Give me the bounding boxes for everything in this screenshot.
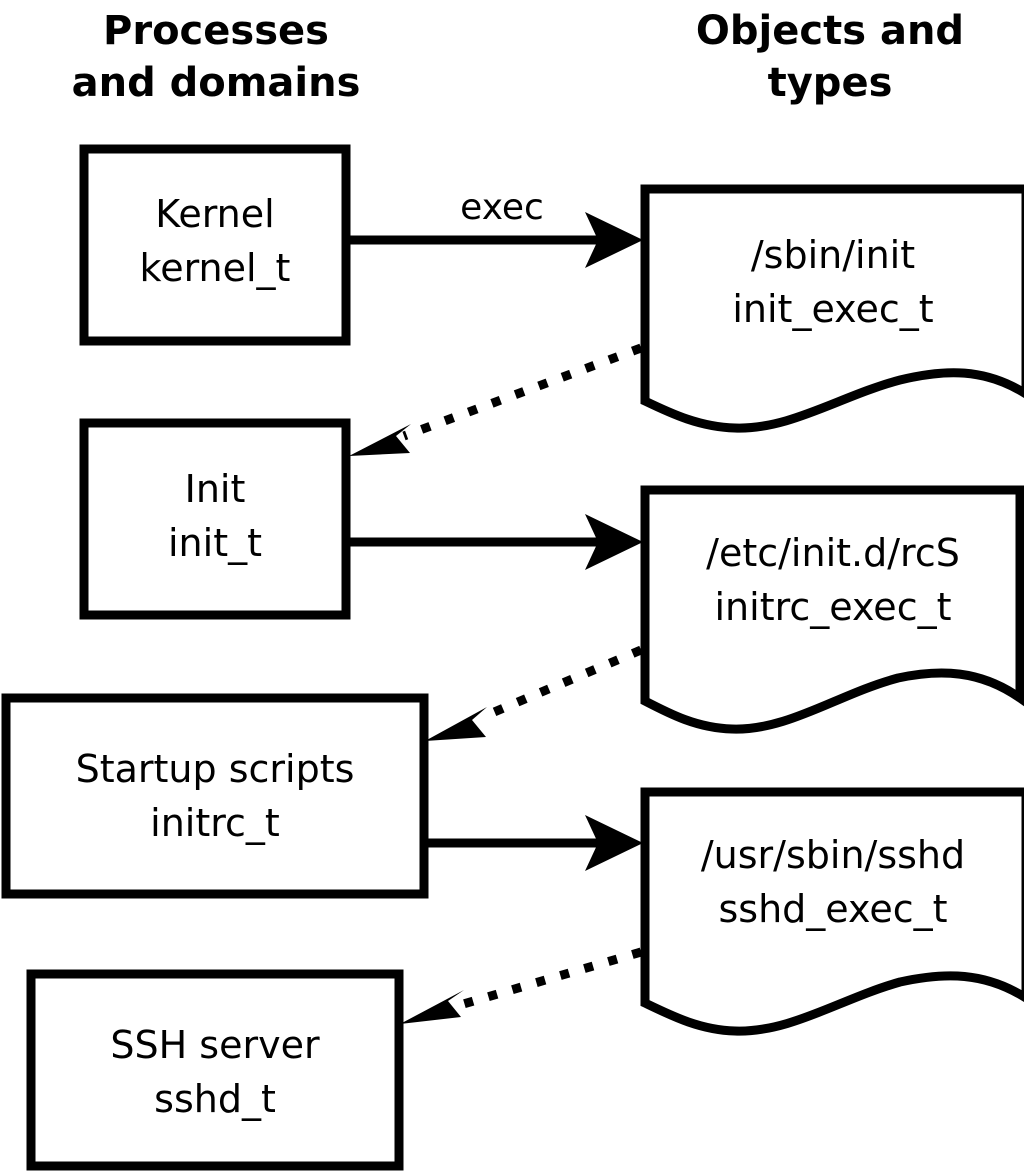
rect-shape-initrc <box>1 693 429 899</box>
process-node-sshd[interactable]: SSH server sshd_t <box>26 969 404 1171</box>
column-header-processes: Processes and domains <box>72 8 361 106</box>
process-node-sshd-line1: SSH server <box>110 1023 320 1067</box>
edge-line-init_exec-init <box>402 343 643 441</box>
object-node-initrc_exec-line1: /etc/init.d/rcS <box>706 531 960 575</box>
object-node-sshd_exec-line2: sshd_exec_t <box>718 887 947 931</box>
document-shape-sshd_exec <box>640 787 1024 1036</box>
column-header-processes-line1: Processes <box>103 8 329 54</box>
process-node-initrc[interactable]: Startup scripts initrc_t <box>1 693 429 899</box>
edge-line-initrc_exec-initrc <box>478 645 643 723</box>
process-node-init-line2: init_t <box>168 521 262 565</box>
object-node-init_exec-line1: /sbin/init <box>751 233 915 277</box>
object-node-sshd_exec[interactable]: /usr/sbin/sshd sshd_exec_t <box>640 787 1024 1036</box>
column-header-objects: Objects and types <box>696 8 964 106</box>
edge-init_exec-transition-init <box>349 343 643 456</box>
object-node-init_exec[interactable]: /sbin/init init_exec_t <box>640 184 1024 433</box>
arrow-head-init-initrc_exec <box>585 514 643 570</box>
process-node-init[interactable]: Init init_t <box>79 418 351 620</box>
process-node-initrc-line2: initrc_t <box>150 801 280 845</box>
document-shape-initrc_exec <box>640 485 1024 734</box>
column-header-processes-line2: and domains <box>72 60 361 106</box>
process-node-kernel-line2: kernel_t <box>140 246 291 290</box>
process-node-kernel-line1: Kernel <box>155 192 274 236</box>
edge-initrc_exec-transition-initrc <box>425 645 643 741</box>
edge-label-exec: exec <box>460 187 544 228</box>
edge-kernel-exec-init_exec: exec <box>346 187 643 268</box>
rect-shape-sshd <box>26 969 404 1171</box>
edge-line-sshd_exec-sshd <box>458 947 643 1010</box>
document-shape-init_exec <box>640 184 1024 433</box>
process-node-kernel[interactable]: Kernel kernel_t <box>79 144 351 346</box>
object-node-initrc_exec[interactable]: /etc/init.d/rcS initrc_exec_t <box>640 485 1024 734</box>
arrow-head-sshd_exec-sshd <box>400 990 464 1024</box>
rect-shape-init <box>79 418 351 620</box>
column-header-objects-line2: types <box>768 60 893 106</box>
edge-sshd_exec-transition-sshd <box>400 947 643 1024</box>
arrow-head-init_exec-init <box>349 424 411 456</box>
arrow-head-initrc-sshd_exec <box>585 815 643 871</box>
edge-initrc-exec-sshd_exec <box>424 815 643 871</box>
process-node-sshd-line2: sshd_t <box>154 1077 276 1121</box>
object-node-initrc_exec-line2: initrc_exec_t <box>715 585 952 629</box>
process-node-initrc-line1: Startup scripts <box>76 747 355 791</box>
arrow-head-kernel-init_exec <box>585 212 643 268</box>
process-node-init-line1: Init <box>185 467 246 511</box>
rect-shape-kernel <box>79 144 351 346</box>
object-node-sshd_exec-line1: /usr/sbin/sshd <box>701 833 965 877</box>
edge-init-exec-initrc_exec <box>346 514 643 570</box>
arrow-head-initrc_exec-initrc <box>425 707 487 741</box>
object-node-init_exec-line2: init_exec_t <box>732 287 933 331</box>
column-header-objects-line1: Objects and <box>696 8 964 54</box>
